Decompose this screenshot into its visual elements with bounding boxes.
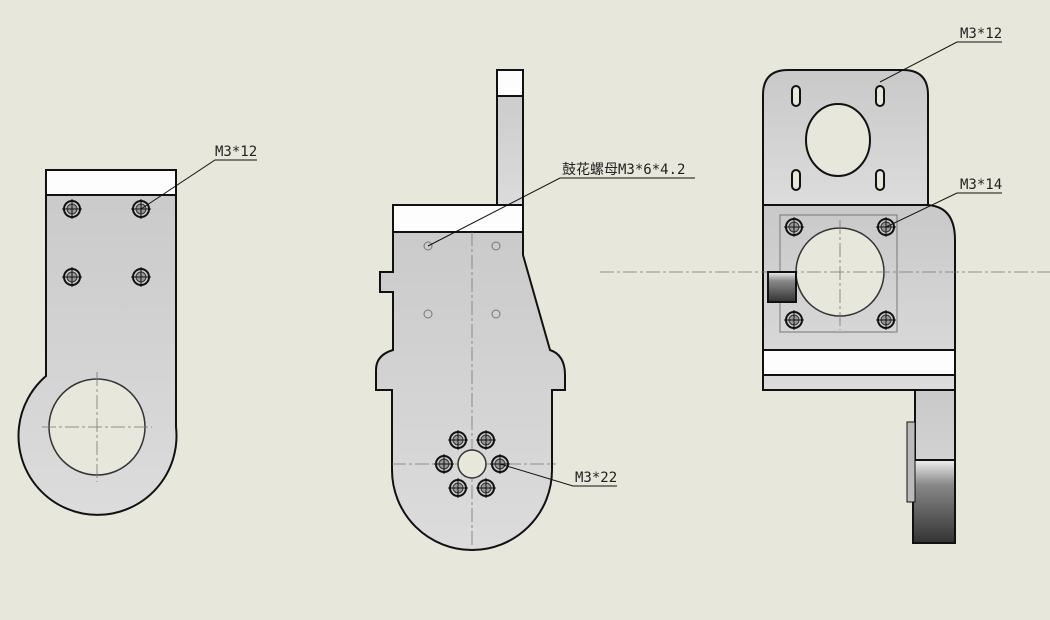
callout-right-m3x14: M3*14 (960, 177, 1002, 193)
left-view-bracket: M3*12 (17, 144, 257, 516)
callout-left-m3x12: M3*12 (215, 144, 257, 160)
callout-right-m3x12: M3*12 (960, 26, 1002, 42)
callout-middle-m3x22: M3*22 (575, 470, 617, 486)
right-view-bracket: M3*12 M3*14 (600, 26, 1050, 544)
callout-middle-nut: 鼓花螺母M3*6*4.2 (562, 162, 685, 178)
middle-view-bracket: 鼓花螺母M3*6*4.2 M3*22 (375, 69, 695, 551)
